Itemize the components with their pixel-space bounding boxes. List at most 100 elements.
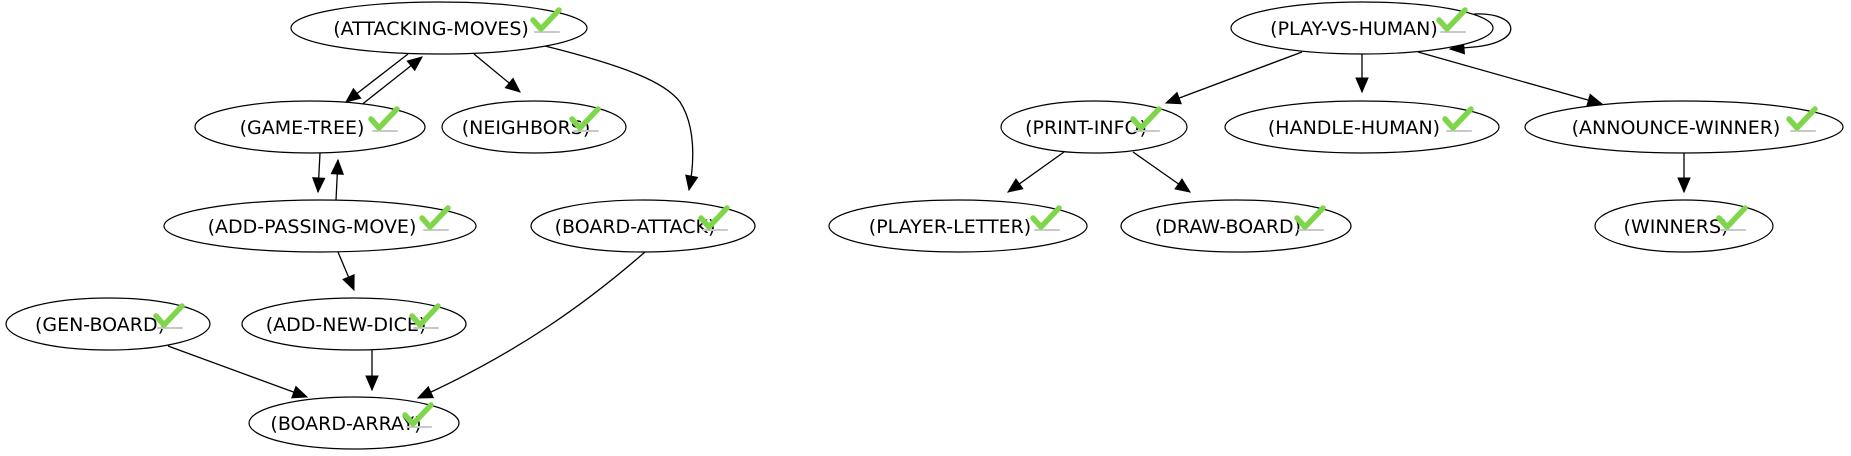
node-label: (BOARD-ATTACK)	[555, 216, 716, 238]
check-stroke	[402, 402, 434, 427]
edge-game-tree-to-add-passing-move	[311, 152, 326, 194]
edge-line	[1449, 13, 1512, 50]
node-ellipse	[1000, 100, 1188, 154]
edge-line	[544, 45, 694, 191]
edge-arrowhead	[291, 385, 309, 399]
node-player-letter[interactable]: (PLAYER-LETTER)	[828, 199, 1088, 253]
edge-play-vs-human-to-print-info	[1164, 51, 1303, 105]
check-stroke	[1130, 106, 1162, 131]
edge-add-new-dice-to-board-array	[365, 350, 379, 392]
edge-attacking-moves-to-game-tree	[344, 53, 409, 103]
edge-line	[1165, 51, 1303, 104]
node-label: (NEIGHBORS)	[462, 117, 591, 139]
node-add-passing-move[interactable]: (ADD-PASSING-MOVE)	[163, 199, 477, 253]
check-stroke	[1030, 205, 1062, 230]
check-stroke	[368, 106, 400, 131]
node-label: (PLAYER-LETTER)	[869, 216, 1031, 238]
node-ellipse	[248, 396, 460, 450]
check-stroke	[1442, 106, 1474, 131]
node-gen-board[interactable]: (GEN-BOARD)	[5, 297, 211, 351]
node-label: (PRINT-INFO)	[1025, 117, 1147, 139]
check-icon	[530, 7, 562, 33]
nodes-layer: (ATTACKING-MOVES) (GAME-TREE) (NEIGHBORS) (…	[5, 1, 1844, 450]
node-label: (WINNERS)	[1624, 216, 1729, 238]
node-ellipse	[290, 1, 588, 55]
node-label: (ATTACKING-MOVES)	[333, 18, 529, 40]
edge-announce-winner-to-winners	[1677, 153, 1691, 194]
node-play-vs-human[interactable]: (PLAY-VS-HUMAN)	[1230, 1, 1494, 55]
check-stroke	[530, 7, 562, 32]
edge-arrowhead	[416, 385, 434, 399]
check-icon	[1030, 205, 1062, 231]
check-stroke	[153, 303, 185, 328]
node-ellipse	[194, 100, 426, 154]
check-icon	[1294, 205, 1326, 231]
node-ellipse	[441, 100, 627, 154]
check-icon	[153, 303, 185, 329]
node-handle-human[interactable]: (HANDLE-HUMAN)	[1224, 100, 1500, 154]
edge-arrowhead	[344, 87, 362, 103]
edges-layer	[167, 13, 1691, 399]
node-label: (BOARD-ARRAY)	[270, 413, 421, 435]
check-icon	[569, 106, 601, 132]
node-ellipse	[1230, 1, 1494, 55]
node-ellipse	[1524, 100, 1844, 154]
check-icon	[409, 303, 441, 329]
node-ellipse	[241, 297, 467, 351]
node-print-info[interactable]: (PRINT-INFO)	[1000, 100, 1188, 154]
node-label: (GEN-BOARD)	[35, 314, 165, 336]
node-label: (PLAY-VS-HUMAN)	[1270, 18, 1438, 40]
edge-print-info-to-draw-board	[1132, 151, 1192, 193]
node-ellipse	[1594, 199, 1774, 253]
check-icon	[698, 205, 730, 231]
edge-arrowhead	[342, 274, 355, 292]
edge-arrowhead	[1164, 91, 1182, 105]
node-draw-board[interactable]: (DRAW-BOARD)	[1120, 199, 1352, 253]
node-label: (GAME-TREE)	[240, 117, 365, 139]
node-ellipse	[828, 199, 1088, 253]
check-icon	[402, 402, 434, 428]
node-board-array[interactable]: (BOARD-ARRAY)	[248, 396, 460, 450]
edge-arrowhead	[311, 177, 326, 194]
node-label: (HANDLE-HUMAN)	[1268, 117, 1440, 139]
check-stroke	[1294, 205, 1326, 230]
edge-arrowhead	[1174, 178, 1192, 193]
edge-print-info-to-player-letter	[1006, 151, 1065, 193]
check-icon	[1130, 106, 1162, 132]
check-stroke	[698, 205, 730, 230]
edge-play-vs-human-to-handle-human	[1355, 54, 1369, 94]
edge-arrowhead	[504, 77, 521, 93]
node-label: (ANNOUNCE-WINNER)	[1572, 117, 1781, 139]
edge-arrowhead	[406, 56, 423, 72]
edge-attacking-moves-to-board-attack	[544, 45, 699, 192]
node-add-new-dice[interactable]: (ADD-NEW-DICE)	[241, 297, 467, 351]
edge-board-attack-to-board-array	[416, 251, 646, 399]
node-label: (ADD-PASSING-MOVE)	[208, 216, 417, 238]
edge-gen-board-to-board-array	[167, 345, 309, 399]
node-ellipse	[1120, 199, 1352, 253]
node-ellipse	[163, 199, 477, 253]
check-stroke	[409, 303, 441, 328]
node-ellipse	[1224, 100, 1500, 154]
check-icon	[368, 106, 400, 132]
edge-arrowhead	[685, 174, 699, 192]
edge-arrowhead	[1355, 77, 1369, 94]
node-winners[interactable]: (WINNERS)	[1594, 199, 1774, 253]
node-neighbors[interactable]: (NEIGHBORS)	[441, 100, 627, 154]
node-board-attack[interactable]: (BOARD-ATTACK)	[530, 199, 756, 253]
check-icon	[1436, 7, 1468, 33]
edge-add-passing-move-to-add-new-dice	[337, 251, 355, 292]
check-stroke	[419, 205, 451, 230]
edge-attacking-moves-to-neighbors	[473, 53, 521, 93]
edge-add-passing-move-to-game-tree	[330, 158, 345, 201]
edge-arrowhead	[330, 158, 345, 175]
node-attacking-moves[interactable]: (ATTACKING-MOVES)	[290, 1, 588, 55]
node-ellipse	[530, 199, 756, 253]
check-icon	[419, 205, 451, 231]
check-stroke	[1436, 7, 1468, 32]
edge-arrowhead	[365, 375, 379, 392]
check-icon	[1786, 106, 1818, 132]
node-announce-winner[interactable]: (ANNOUNCE-WINNER)	[1524, 100, 1844, 154]
node-game-tree[interactable]: (GAME-TREE)	[194, 100, 426, 154]
